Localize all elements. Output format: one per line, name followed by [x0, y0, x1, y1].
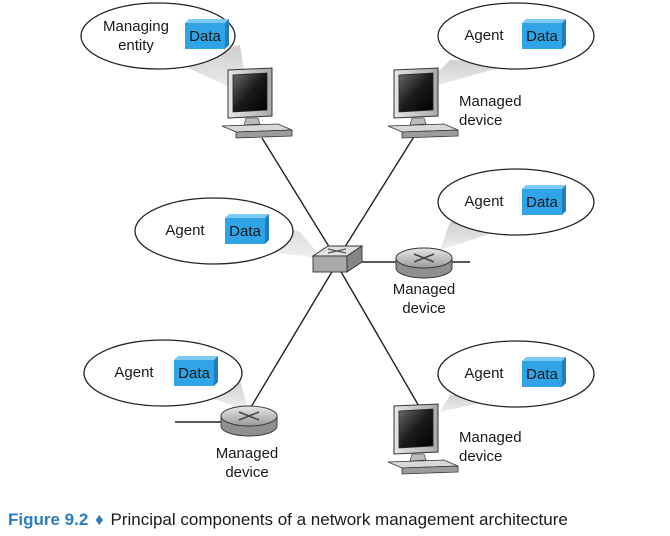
bubble-bottom-right [437, 340, 595, 408]
switch-icon [311, 245, 364, 273]
bubbles [80, 2, 595, 408]
figure-caption: Figure 9.2 ♦ Principal components of a n… [8, 510, 568, 530]
bottom-right-device-label-line1: Managed [459, 429, 522, 446]
data-label-mid-right: Data [526, 194, 558, 211]
caption-separator-icon: ♦ [95, 510, 104, 529]
router-icon-mid-right [395, 247, 453, 279]
data-boxes: Data Data Data Data Data [174, 19, 566, 387]
mid-right-agent-text: Agent [464, 193, 504, 210]
caption-text: Principal components of a network manage… [110, 510, 568, 529]
data-label-bottom-right: Data [526, 366, 558, 383]
link-switch-to-bottom-right [339, 269, 421, 409]
router-icon-bottom-left [220, 405, 278, 437]
computer-icon-top-right [387, 67, 459, 139]
bubble-mid-left [134, 197, 294, 265]
manager-text-line2: entity [118, 37, 154, 54]
bubble-mid-right [437, 168, 595, 236]
figure-label: Figure 9.2 [8, 510, 89, 529]
bottom-right-agent-text: Agent [464, 365, 504, 382]
data-label-manager: Data [189, 28, 221, 45]
data-box-top-right: Data [522, 19, 566, 49]
mid-right-device-label-line2: device [402, 300, 445, 317]
data-label-bottom-left: Data [178, 365, 210, 382]
bottom-left-device-label-line1: Managed [216, 445, 279, 462]
device-labels: Managed device Managed device Managed de… [216, 93, 522, 481]
bottom-left-device-label-line2: device [225, 464, 268, 481]
bubble-top-right [437, 2, 595, 70]
link-switch-to-top-right [337, 134, 416, 259]
bubble-texts: Managing entity Agent Agent Agent Agent … [103, 18, 504, 382]
data-box-manager: Data [185, 19, 229, 49]
link-switch-to-manager [261, 137, 337, 259]
computer-icon-manager [221, 67, 293, 139]
computer-icon-bottom-right [387, 403, 459, 475]
data-box-mid-left: Data [225, 214, 269, 244]
top-right-device-label-line1: Managed [459, 93, 522, 110]
data-label-mid-left: Data [229, 223, 261, 240]
mid-left-agent-text: Agent [165, 222, 205, 239]
top-right-agent-text: Agent [464, 27, 504, 44]
data-box-bottom-right: Data [522, 357, 566, 387]
data-label-top-right: Data [526, 28, 558, 45]
links [175, 134, 470, 423]
bubble-bottom-left [83, 339, 243, 407]
bottom-left-agent-text: Agent [114, 364, 154, 381]
mid-right-device-label-line1: Managed [393, 281, 456, 298]
data-box-mid-right: Data [522, 185, 566, 215]
data-box-bottom-left: Data [174, 356, 218, 386]
top-right-device-label-line2: device [459, 112, 502, 129]
link-switch-to-bottom-left [247, 269, 334, 413]
bottom-right-device-label-line2: device [459, 448, 502, 465]
manager-text-line1: Managing [103, 18, 169, 35]
